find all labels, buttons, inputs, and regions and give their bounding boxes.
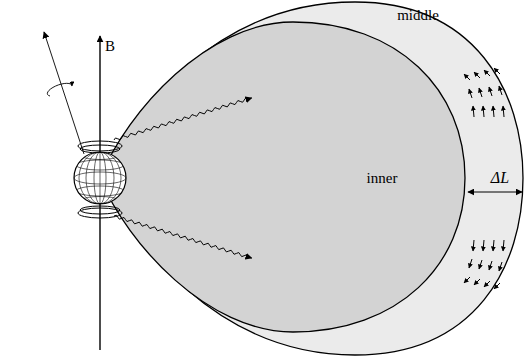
wave-arrow — [114, 215, 253, 260]
region-label: inner — [367, 171, 398, 186]
region-outline — [98, 20, 468, 335]
flow-arrows — [464, 68, 504, 117]
region-label: middle — [397, 8, 439, 23]
field-label: B — [105, 39, 115, 54]
planet-globe — [74, 150, 126, 206]
flow-arrows — [464, 240, 504, 289]
dimension-arrow — [468, 192, 522, 193]
rotation-arrow — [47, 83, 72, 96]
region-shape: inner middle — [95, 2, 525, 357]
rotation-axis — [44, 32, 84, 154]
wave-arrow — [114, 96, 253, 141]
region-outline-path — [100, 22, 465, 332]
region-shape: inner — [98, 20, 468, 335]
region-outline-path — [100, 2, 523, 355]
dimension-label: ΔL — [491, 170, 509, 186]
